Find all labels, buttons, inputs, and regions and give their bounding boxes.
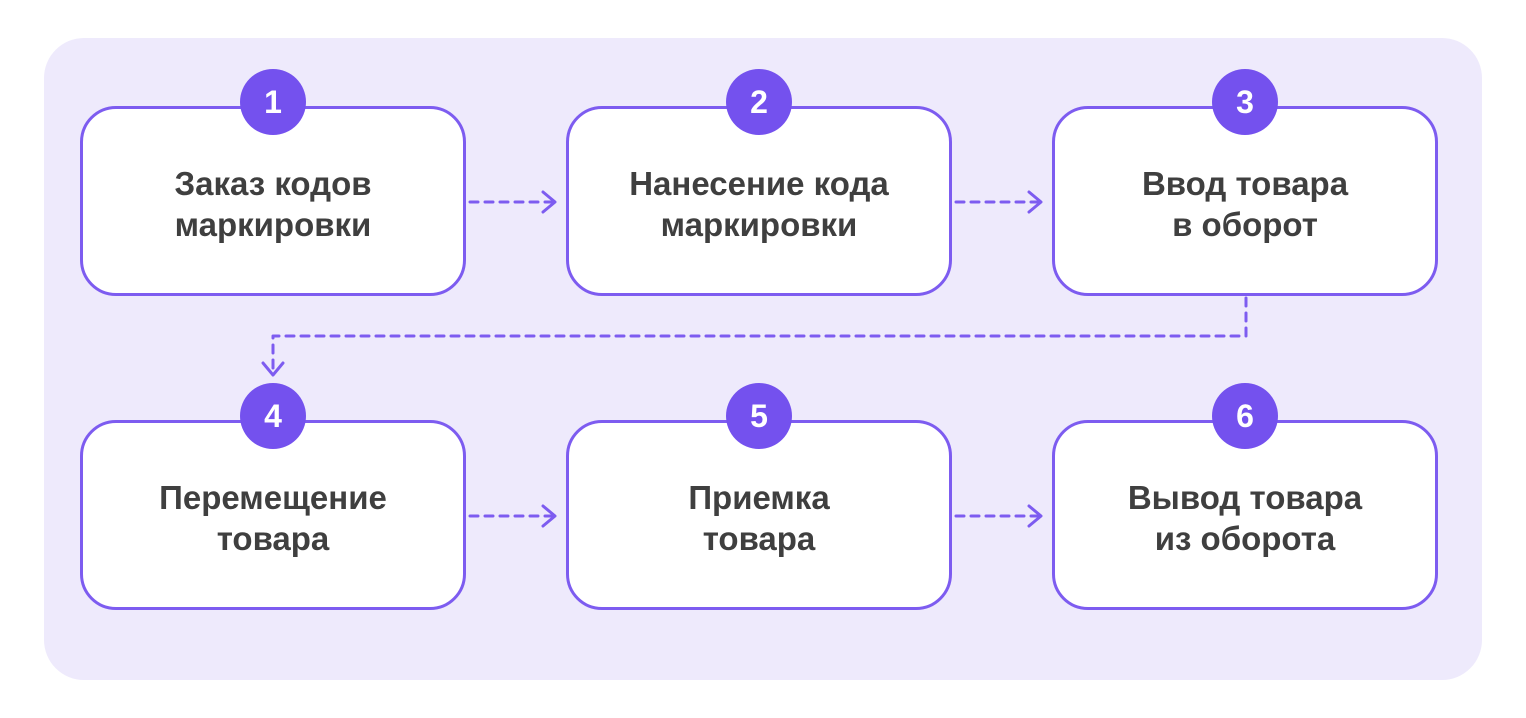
step-card: Ввод товара в оборот xyxy=(1052,106,1438,296)
step-card: Приемка товара xyxy=(566,420,952,610)
step-card: Вывод товара из оборота xyxy=(1052,420,1438,610)
step-label: Вывод товара из оборота xyxy=(1127,479,1363,557)
step-card: Перемещение товара xyxy=(80,420,466,610)
step-1: Заказ кодов маркировки 1 xyxy=(80,69,466,296)
step-card: Нанесение кода маркировки xyxy=(566,106,952,296)
step-label: Перемещение товара xyxy=(159,479,387,557)
step-label: Приемка товара xyxy=(688,479,830,557)
step-5: Приемка товара 5 xyxy=(566,383,952,610)
step-number-badge: 1 xyxy=(240,69,306,135)
step-number-badge: 2 xyxy=(726,69,792,135)
step-number-badge: 4 xyxy=(240,383,306,449)
step-label: Заказ кодов маркировки xyxy=(174,165,372,243)
step-6: Вывод товара из оборота 6 xyxy=(1052,383,1438,610)
step-number-badge: 6 xyxy=(1212,383,1278,449)
step-number-badge: 5 xyxy=(726,383,792,449)
step-number-badge: 3 xyxy=(1212,69,1278,135)
step-card: Заказ кодов маркировки xyxy=(80,106,466,296)
step-4: Перемещение товара 4 xyxy=(80,383,466,610)
step-2: Нанесение кода маркировки 2 xyxy=(566,69,952,296)
step-3: Ввод товара в оборот 3 xyxy=(1052,69,1438,296)
step-label: Ввод товара в оборот xyxy=(1141,165,1349,243)
step-label: Нанесение кода маркировки xyxy=(629,165,889,243)
